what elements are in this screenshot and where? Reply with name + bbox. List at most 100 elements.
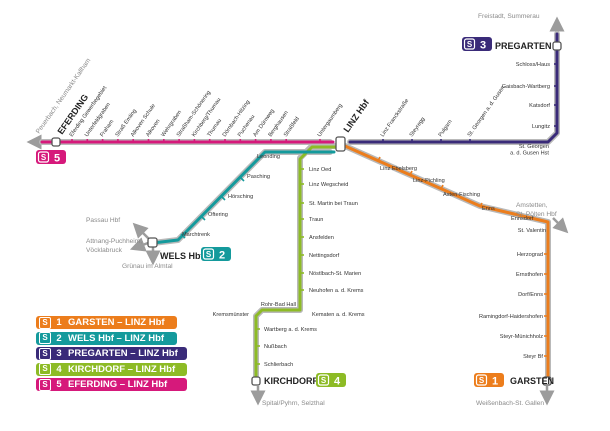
station-label-line: Linz Ebelsberg	[380, 166, 417, 172]
wels-hbf-label: WELS Hbf	[160, 251, 204, 261]
station-label-s5: Fraham	[99, 119, 115, 139]
station-label-s1: Linz-Pichling	[413, 178, 445, 184]
station-label-line: Nöstlbach-St. Marien	[309, 271, 361, 277]
station-label-line: Enns	[482, 206, 495, 212]
station-label-s1: Enns	[482, 206, 495, 212]
wels-hbf-marker	[147, 237, 158, 248]
station-label-line: Schloss/Haus	[516, 62, 550, 68]
s-bahn-icon: S	[39, 363, 51, 375]
linz-hbf-label: LINZ Hbf	[341, 97, 371, 134]
station-label-s4: Schlierbach	[264, 362, 293, 368]
station-tick	[440, 184, 444, 190]
pregarten-marker	[552, 41, 562, 51]
station-label-s2: Pasching	[247, 174, 270, 180]
badge-number: 4	[334, 376, 341, 388]
station-label-s4: Linz Wegscheid	[309, 182, 348, 188]
station-label-s3: Gaisbach-Wartberg	[502, 84, 550, 90]
station-label-s1: Ramingdorf-Haidershofen	[479, 314, 543, 320]
dest-attnang-line: Vöcklabruck	[86, 247, 123, 254]
station-label-s4: Nußbach	[264, 344, 287, 350]
station-label-s1: Ennsdorf	[511, 216, 534, 222]
station-label-line: Untergaumberg	[317, 103, 344, 138]
station-label-s4: St. Martin bei Traun	[309, 201, 358, 207]
station-label-line: Rohr-Bad Hall	[261, 302, 296, 308]
station-label-line: Pulgarn	[438, 119, 454, 138]
dest-amstetten-line: St. Pölten Hbf	[516, 211, 557, 218]
legend-number: 4	[56, 363, 62, 375]
station-label-line: Gaisbach-Wartberg	[502, 84, 550, 90]
legend-number: 3	[56, 348, 62, 359]
station-label-line: Dörnbach-Hitzing	[222, 99, 252, 138]
station-label-line: Kremsmünster	[213, 312, 250, 318]
station-label-line: Kematen a. d. Krems	[312, 312, 365, 318]
badge-number: 3	[480, 40, 486, 52]
station-label-line: Herzograd	[517, 252, 543, 258]
station-label-line: Pasching	[247, 174, 270, 180]
station-label-line: Linz Oed	[309, 167, 331, 173]
station-label-s4: Traun	[309, 217, 323, 223]
station-label-s1: Steyr-Münichholz	[500, 334, 543, 340]
s-bahn-icon: S	[41, 153, 47, 162]
dest-attnang: Attnang-Puchheim, Vöcklabruck	[86, 238, 144, 254]
station-label-line: a. d. Gusen Hst	[510, 151, 549, 157]
station-label-line: Linz-Pichling	[413, 178, 445, 184]
station-label-s1: Herzograd	[517, 252, 543, 258]
kirchdorf-label: KIRCHDORF	[264, 376, 318, 386]
station-label-s4: Linz Oed	[309, 167, 331, 173]
hub-markers	[51, 41, 562, 386]
arrow-attnang	[129, 237, 149, 252]
legend-row-s4: S 4 KIRCHDORF – LINZ Hbf	[36, 362, 187, 376]
station-label-s1: Steyr Bf	[523, 354, 543, 360]
s-bahn-icon: S	[467, 40, 473, 49]
station-label-s4: Nettingsdorf	[309, 253, 340, 259]
dest-amstetten-line: Amstetten,	[516, 202, 548, 209]
s-bahn-icon: S	[39, 378, 51, 391]
legend-row-s1: S 1 GARSTEN – LINZ Hbf	[36, 316, 177, 329]
station-tick	[220, 195, 226, 201]
badge-number: 2	[219, 250, 225, 262]
legend-number: 1	[56, 317, 62, 328]
s-bahn-icon: S	[39, 316, 51, 329]
station-tick	[409, 170, 413, 176]
station-label-s4: Nöstlbach-St. Marien	[309, 271, 361, 277]
station-label-s3: Schloss/Haus	[516, 62, 550, 68]
station-label-line: Ansfelden	[309, 235, 334, 241]
dest-amstetten: Amstetten, St. Pölten Hbf	[516, 202, 557, 218]
station-label-line: Traun	[309, 217, 323, 223]
station-label-line: Leonding	[257, 154, 280, 160]
station-tick	[180, 233, 186, 239]
garsten-marker	[542, 376, 552, 386]
legend-label: WELS Hbf – LINZ Hbf	[68, 332, 165, 344]
station-label-line: Alkoven	[145, 118, 161, 138]
station-label-line: Nettingsdorf	[309, 253, 340, 259]
station-label-s3: Steyregg	[409, 116, 427, 138]
station-label-line: Steyr-Münichholz	[500, 334, 543, 340]
station-label-line: Wartberg a. d. Krems	[264, 327, 317, 333]
station-label-s3: St. Georgen a. d. Gusen	[467, 85, 507, 138]
station-label-s1: Ernsthofen	[516, 272, 543, 278]
station-label-line: Linz Franckstraße	[380, 98, 411, 138]
legend-label: KIRCHDORF – LINZ Hbf	[68, 363, 176, 375]
station-label-line: Oftering	[208, 212, 228, 218]
s-bahn-icon: S	[206, 250, 212, 259]
dest-attnang-line: Attnang-Puchheim,	[86, 238, 142, 245]
station-label-line: Asten-Fisching	[443, 192, 480, 198]
station-label-s5: Dörnbach-Hitzing	[222, 99, 252, 138]
badge-number: 5	[54, 153, 60, 165]
s4-line	[254, 145, 342, 384]
pregarten-label: PREGARTEN	[495, 41, 552, 51]
station-label-line: Neuhofen a. d. Krems	[309, 288, 364, 294]
station-label-s4: Kematen a. d. Krems	[312, 312, 365, 318]
station-label-s2: Hörsching	[228, 194, 253, 200]
legend-number: 5	[56, 379, 62, 390]
station-label-s4: Ansfelden	[309, 235, 334, 241]
s1-line	[343, 144, 550, 384]
station-label-line: Steyr Bf	[523, 354, 543, 360]
legend-label: PREGARTEN – LINZ Hbf	[68, 348, 178, 359]
eferding-marker	[51, 137, 61, 147]
